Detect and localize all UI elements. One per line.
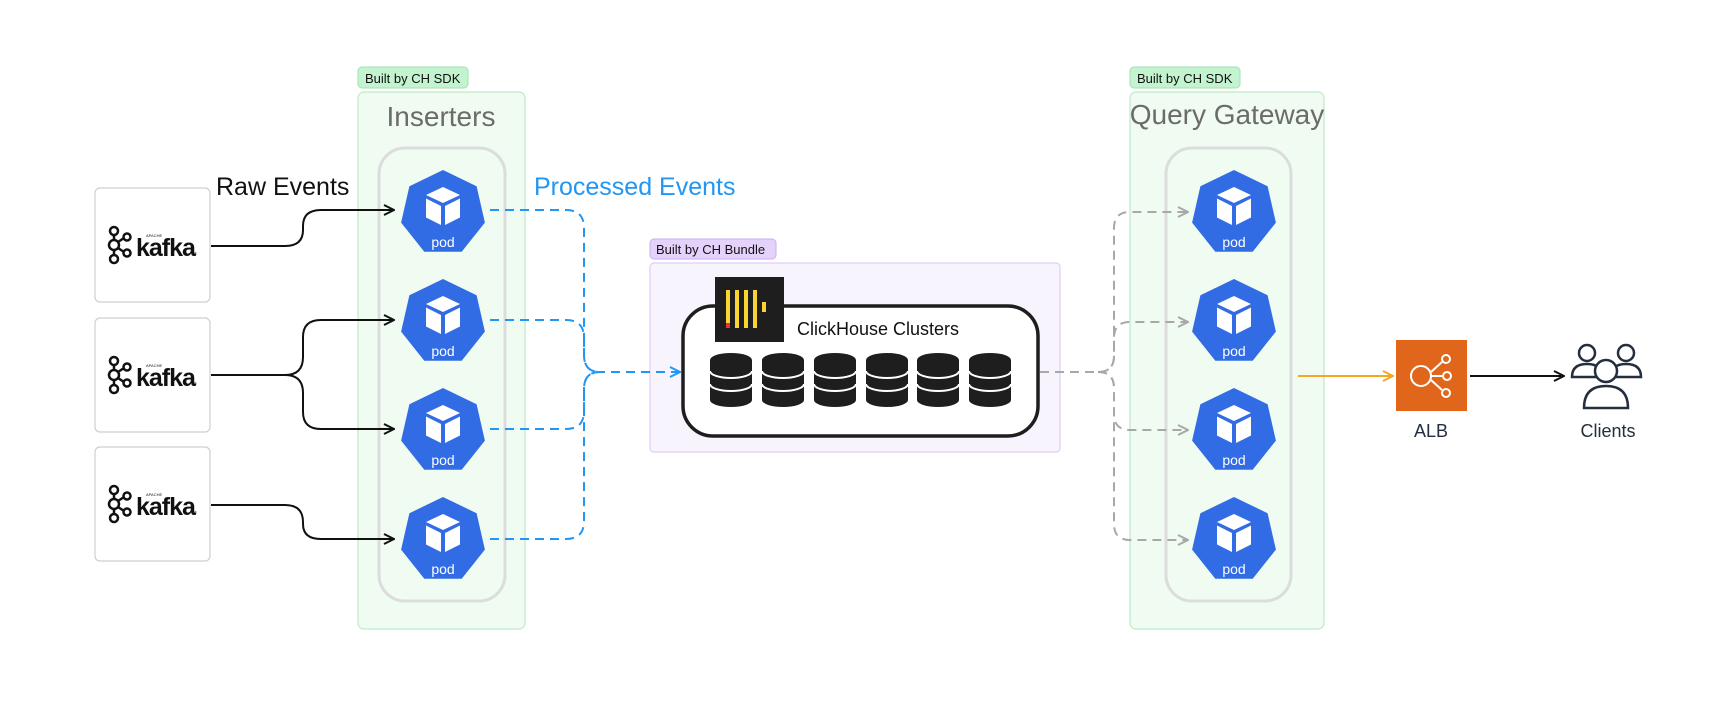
load-balancer-icon: [1410, 354, 1452, 398]
inserters-badge: [357, 66, 469, 89]
kafka-apache-label: APACHE: [146, 492, 162, 497]
kafka-wordmark: kafka: [136, 364, 197, 392]
kafka-registered-mark: ®: [194, 251, 197, 256]
gateway-pod-1: pod: [1192, 170, 1276, 252]
raw-events-label: Raw Events: [216, 173, 349, 201]
ch-bundle-badge: [649, 238, 777, 260]
clients-node: Clients: [1570, 343, 1643, 441]
inserters-title: Inserters: [387, 101, 496, 132]
query-gateway-pod-container: [1164, 146, 1293, 603]
raw-event-connectors: [211, 210, 394, 539]
kafka-source-3: APACHE kafka ®: [94, 446, 211, 562]
pod-label: pod: [431, 561, 454, 577]
kafka-wordmark: kafka: [136, 234, 197, 262]
kafka-apache-label: APACHE: [146, 363, 162, 368]
pod-label: pod: [1222, 234, 1245, 250]
pod-label: pod: [1222, 452, 1245, 468]
kafka-apache-label: APACHE: [146, 233, 162, 238]
inserters-badge-label: Built by CH SDK: [365, 71, 461, 86]
processed-event-connectors: [490, 209, 680, 540]
inserters-pod-container: [377, 146, 507, 603]
users-icon: [1570, 343, 1643, 410]
clients-label: Clients: [1580, 421, 1635, 441]
database-icon: [916, 352, 960, 408]
kafka-registered-mark: ®: [194, 510, 197, 515]
query-gateway-title: Query Gateway: [1130, 99, 1325, 130]
clickhouse-logo-icon: [715, 277, 784, 342]
processed-events-label: Processed Events: [534, 173, 736, 201]
alb-label: ALB: [1414, 421, 1448, 441]
database-icon: [761, 352, 805, 408]
inserter-pod-2: pod: [401, 279, 485, 361]
query-gateway-badge: [1129, 66, 1241, 89]
clickhouse-clusters-label: ClickHouse Clusters: [797, 319, 959, 339]
ch-bundle-badge-label: Built by CH Bundle: [656, 242, 765, 257]
inserter-pod-3: pod: [401, 388, 485, 470]
query-connectors: [1040, 212, 1188, 540]
pod-label: pod: [431, 234, 454, 250]
pod-label: pod: [1222, 561, 1245, 577]
pod-label: pod: [431, 452, 454, 468]
kafka-wordmark: kafka: [136, 493, 197, 521]
kafka-source-1: APACHE kafka ®: [94, 187, 211, 303]
alb-node: ALB: [1396, 340, 1467, 441]
database-icon: [709, 352, 753, 408]
kafka-source-2: APACHE kafka ®: [94, 317, 211, 433]
gateway-pod-2: pod: [1192, 279, 1276, 361]
database-icon: [865, 352, 909, 408]
clickhouse-clusters: ClickHouse Clusters: [681, 277, 1040, 438]
pod-label: pod: [431, 343, 454, 359]
gateway-pod-3: pod: [1192, 388, 1276, 470]
database-icon: [813, 352, 857, 408]
inserter-pod-4: pod: [401, 497, 485, 579]
pod-label: pod: [1222, 343, 1245, 359]
database-icon: [968, 352, 1012, 408]
gateway-pod-4: pod: [1192, 497, 1276, 579]
inserter-pod-1: pod: [401, 170, 485, 252]
kafka-registered-mark: ®: [194, 381, 197, 386]
query-gateway-badge-label: Built by CH SDK: [1137, 71, 1233, 86]
